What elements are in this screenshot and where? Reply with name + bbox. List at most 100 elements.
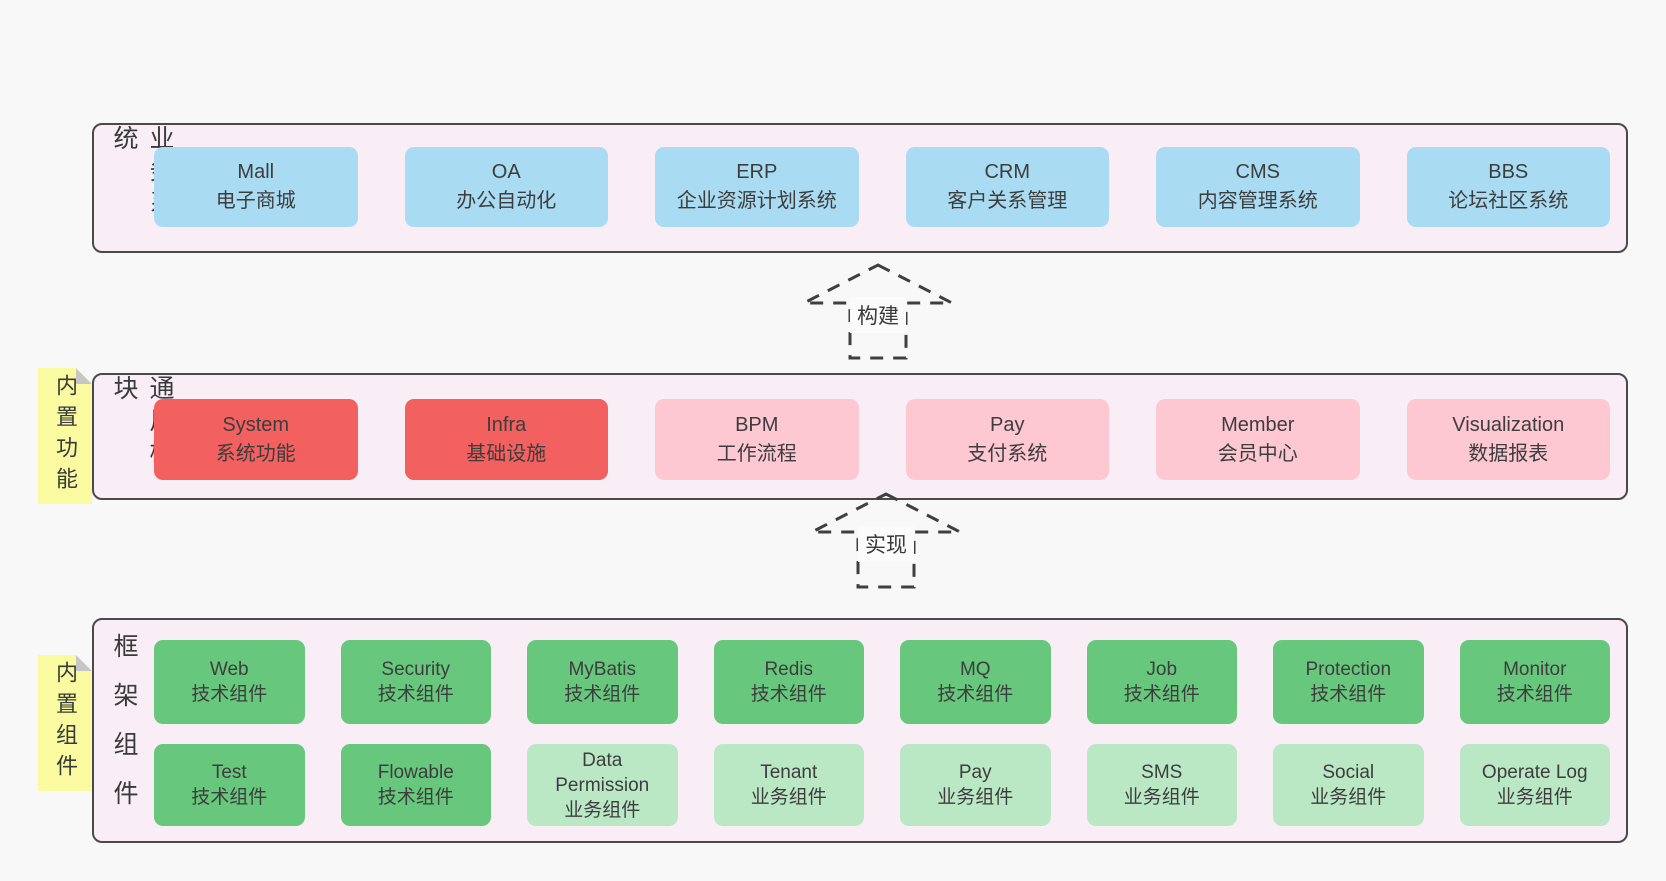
box-cms: CMS 内容管理系统 — [1156, 147, 1360, 227]
box-subtitle: 技术组件 — [1123, 684, 1200, 705]
box-subtitle: 技术组件 — [1496, 684, 1573, 705]
box-subtitle: 技术组件 — [191, 787, 268, 808]
box-title: BBS — [1488, 161, 1529, 183]
box-title: Redis — [764, 659, 814, 680]
modules-boxes-row: System 系统功能 Infra 基础设施 BPM 工作流程 Pay 支付系统… — [154, 399, 1610, 480]
box-monitor: Monitor 技术组件 — [1459, 640, 1610, 724]
box-title: Security — [381, 659, 451, 680]
framework-boxes-row-2: Test 技术组件 Flowable 技术组件 Data Permission … — [154, 744, 1610, 826]
box-title: ERP — [736, 161, 778, 183]
box-subtitle: 论坛社区系统 — [1448, 190, 1569, 212]
box-title: BPM — [735, 413, 779, 436]
framework-boxes-row-1: Web 技术组件 Security 技术组件 MyBatis 技术组件 Redi… — [154, 640, 1610, 724]
box-title: Social — [1322, 762, 1375, 783]
box-social: Social 业务组件 — [1273, 744, 1424, 826]
box-subtitle: 技术组件 — [1310, 684, 1387, 705]
box-subtitle: 系统功能 — [215, 442, 296, 465]
box-title: MQ — [959, 659, 991, 680]
box-title: SMS — [1141, 762, 1183, 783]
box-title: Test — [211, 762, 247, 783]
box-test: Test 技术组件 — [154, 744, 305, 826]
box-subtitle: 技术组件 — [564, 684, 641, 705]
box-subtitle: 业务组件 — [750, 787, 827, 808]
sticky-note-label: 内置组件 — [53, 661, 78, 785]
box-subtitle: 业务组件 — [937, 787, 1014, 808]
business-boxes-row: Mall 电子商城 OA 办公自动化 ERP 企业资源计划系统 CRM 客户关系… — [154, 147, 1610, 227]
box-subtitle: 业务组件 — [564, 799, 641, 821]
up-arrow-icon — [803, 263, 953, 360]
box-mall: Mall 电子商城 — [154, 147, 358, 227]
build-arrow-label: 构建 — [850, 297, 906, 333]
box-subtitle: 工作流程 — [716, 442, 797, 465]
box-title: Operate Log — [1481, 762, 1588, 783]
box-member: Member 会员中心 — [1156, 399, 1360, 480]
implement-arrow-label: 实现 — [858, 526, 914, 562]
box-title: Pay — [990, 413, 1025, 436]
box-infra: Infra 基础设施 — [404, 399, 608, 480]
box-title: Data Permission — [555, 749, 650, 796]
box-subtitle: 技术组件 — [750, 684, 827, 705]
build-arrow: 构建 — [798, 261, 958, 361]
box-erp: ERP 企业资源计划系统 — [655, 147, 859, 227]
band-common-modules: 通用模块 System 系统功能 Infra 基础设施 BPM 工作流程 Pay… — [92, 373, 1628, 500]
box-subtitle: 企业资源计划系统 — [676, 190, 837, 212]
box-subtitle: 客户关系管理 — [947, 190, 1068, 212]
box-title: CMS — [1235, 161, 1280, 183]
box-subtitle: 内容管理系统 — [1197, 190, 1318, 212]
box-visualization: Visualization 数据报表 — [1406, 399, 1610, 480]
box-data-permission: Data Permission 业务组件 — [527, 744, 678, 826]
box-mq: MQ 技术组件 — [900, 640, 1051, 724]
box-title: Infra — [486, 413, 527, 436]
band-business-systems: 业务系统 Mall 电子商城 OA 办公自动化 ERP 企业资源计划系统 CRM… — [92, 123, 1628, 253]
box-title: Mall — [237, 161, 275, 183]
box-pay-business: Pay 业务组件 — [900, 744, 1051, 826]
box-title: Protection — [1305, 659, 1392, 680]
box-bpm: BPM 工作流程 — [655, 399, 859, 480]
box-title: System — [222, 413, 290, 436]
box-redis: Redis 技术组件 — [713, 640, 864, 724]
box-title: Job — [1146, 659, 1178, 680]
box-sms: SMS 业务组件 — [1086, 744, 1237, 826]
sticky-note-label: 内置功能 — [53, 374, 78, 498]
box-subtitle: 电子商城 — [215, 190, 296, 212]
up-arrow-icon — [811, 492, 961, 589]
box-operate-log: Operate Log 业务组件 — [1459, 744, 1610, 826]
box-title: Flowable — [377, 762, 454, 783]
box-title: CRM — [984, 161, 1031, 183]
fold-corner-icon — [76, 368, 92, 384]
box-title: Web — [209, 659, 249, 680]
box-title: Monitor — [1503, 659, 1567, 680]
band-label-framework-components: 框架组件 — [110, 632, 138, 829]
sticky-note-builtin-components: 内置组件 — [38, 655, 92, 791]
sticky-note-builtin-features: 内置功能 — [38, 368, 92, 504]
box-subtitle: 会员中心 — [1217, 442, 1298, 465]
box-title: OA — [491, 161, 521, 183]
box-job: Job 技术组件 — [1086, 640, 1237, 724]
box-flowable: Flowable 技术组件 — [340, 744, 491, 826]
box-title: MyBatis — [568, 659, 637, 680]
box-title: Tenant — [760, 762, 818, 783]
implement-arrow: 实现 — [806, 490, 966, 590]
box-subtitle: 技术组件 — [377, 787, 454, 808]
box-title: Visualization — [1452, 413, 1565, 436]
box-subtitle: 办公自动化 — [456, 190, 557, 212]
box-subtitle: 技术组件 — [377, 684, 454, 705]
box-subtitle: 技术组件 — [937, 684, 1014, 705]
band-framework-components: 框架组件 Web 技术组件 Security 技术组件 MyBatis 技术组件… — [92, 618, 1628, 843]
box-subtitle: 基础设施 — [466, 442, 547, 465]
box-subtitle: 技术组件 — [191, 684, 268, 705]
box-bbs: BBS 论坛社区系统 — [1406, 147, 1610, 227]
box-subtitle: 业务组件 — [1496, 787, 1573, 808]
box-subtitle: 支付系统 — [967, 442, 1048, 465]
box-system: System 系统功能 — [154, 399, 358, 480]
box-web: Web 技术组件 — [154, 640, 305, 724]
box-mybatis: MyBatis 技术组件 — [527, 640, 678, 724]
box-title: Pay — [958, 762, 992, 783]
box-tenant: Tenant 业务组件 — [713, 744, 864, 826]
box-pay: Pay 支付系统 — [905, 399, 1109, 480]
box-subtitle: 数据报表 — [1468, 442, 1549, 465]
box-crm: CRM 客户关系管理 — [905, 147, 1109, 227]
box-protection: Protection 技术组件 — [1273, 640, 1424, 724]
box-oa: OA 办公自动化 — [404, 147, 608, 227]
